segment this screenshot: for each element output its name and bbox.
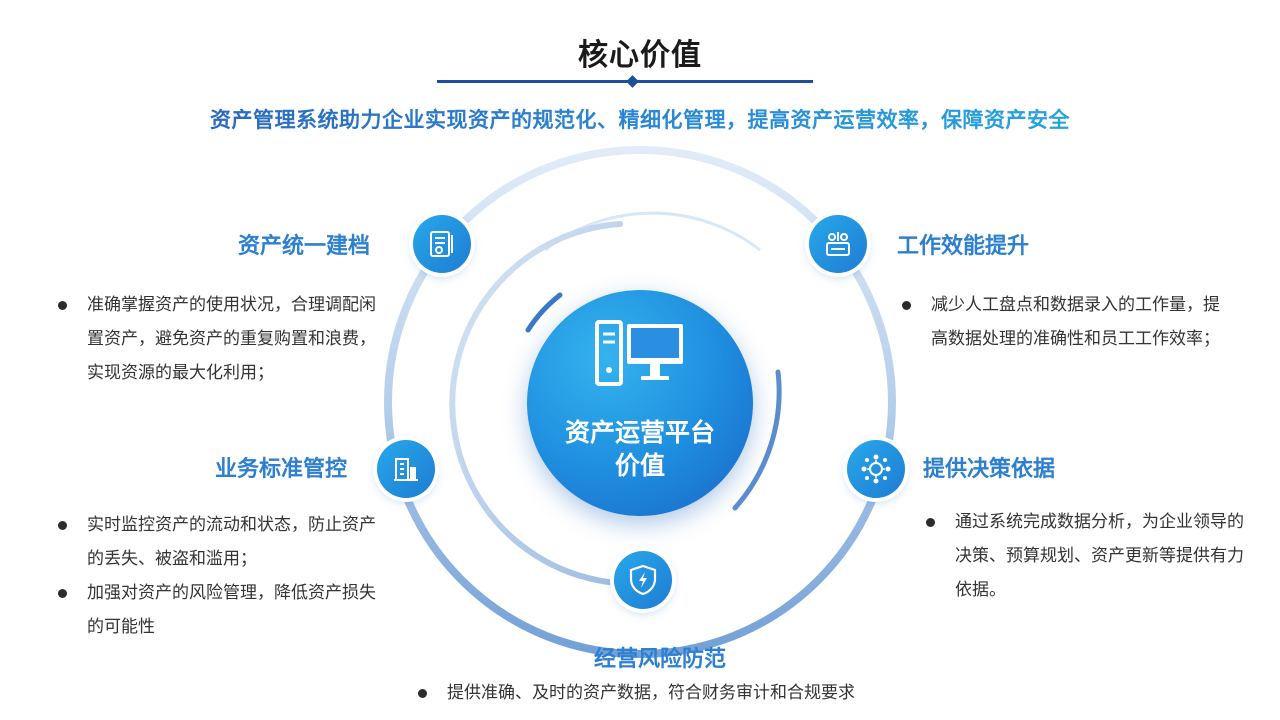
list-item: 通过系统完成数据分析，为企业领导的决策、预算规划、资产更新等提供有力依据。 (926, 505, 1246, 607)
center-label-line1: 资产运营平台 (564, 418, 715, 447)
heading-risk-prevention: 经营风险防范 (593, 647, 726, 672)
page-subtitle: 资产管理系统助力企业实现资产的规范化、精细化管理，提高资产运营效率，保障资产安全 (0, 104, 1280, 134)
network-decision-icon (861, 454, 891, 484)
outer-ring (384, 146, 896, 658)
center-platform-circle (527, 290, 753, 516)
team-work-icon (826, 232, 850, 256)
title-underline (437, 80, 813, 83)
computer-icon (595, 320, 683, 386)
list-item: 提供准确、及时的资产数据，符合财务审计和合规要求 (418, 676, 938, 710)
heading-asset-archive: 资产统一建档 (238, 234, 371, 259)
icon-circle-asset-archive (413, 215, 471, 273)
icon-circle-risk-prevention (614, 551, 672, 609)
list-item: 实时监控资产的流动和状态，防止资产的丢失、被盗和滥用； (58, 508, 378, 576)
icon-circle-work-efficiency (809, 215, 867, 273)
icon-circle-decision-basis (847, 440, 905, 498)
list-item: 减少人工盘点和数据录入的工作量，提高数据处理的准确性和员工工作效率； (902, 288, 1232, 356)
inner-ring-arc-left (449, 221, 671, 587)
inner-ring-arc-small (525, 292, 563, 333)
shield-lightning-icon (629, 564, 657, 596)
center-label-line2: 价值 (614, 451, 665, 480)
center-label: 资产运营平台 价值 (527, 416, 753, 482)
inner-ring-arc-right (732, 369, 782, 511)
building-chart-icon (394, 458, 418, 481)
bullets-asset-archive: 准确掌握资产的使用状况，合理调配闲置资产，避免资产的重复购置和浪费，实现资源的最… (58, 288, 378, 390)
heading-business-standard: 业务标准管控 (215, 457, 348, 482)
bullets-decision-basis: 通过系统完成数据分析，为企业领导的决策、预算规划、资产更新等提供有力依据。 (926, 505, 1246, 607)
document-icon (430, 231, 453, 257)
icon-circle-business-standard (377, 440, 435, 498)
list-item: 准确掌握资产的使用状况，合理调配闲置资产，避免资产的重复购置和浪费，实现资源的最… (58, 288, 378, 390)
list-item: 加强对资产的风险管理，降低资产损失的可能性 (58, 576, 378, 644)
inner-ring-arc-top (544, 211, 761, 252)
bullets-risk-prevention: 提供准确、及时的资产数据，符合财务审计和合规要求 (418, 676, 938, 710)
heading-work-efficiency: 工作效能提升 (897, 234, 1030, 259)
bullets-work-efficiency: 减少人工盘点和数据录入的工作量，提高数据处理的准确性和员工工作效率； (902, 288, 1232, 356)
heading-decision-basis: 提供决策依据 (923, 457, 1056, 482)
bullets-business-standard: 实时监控资产的流动和状态，防止资产的丢失、被盗和滥用； 加强对资产的风险管理，降… (58, 508, 378, 644)
page-title: 核心价值 (578, 38, 702, 73)
